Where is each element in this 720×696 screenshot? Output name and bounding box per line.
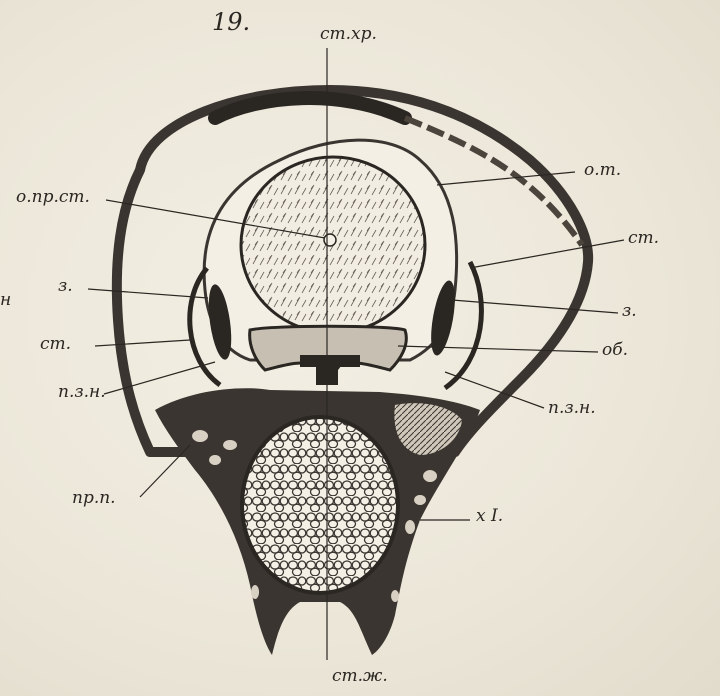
- label-z-right: з.: [622, 303, 637, 320]
- edge-mark: н: [0, 292, 11, 309]
- label-p-z-n-left: п.з.н.: [58, 384, 106, 401]
- label-z-left: з.: [58, 278, 73, 295]
- label-st-zh: ст.ж.: [332, 668, 388, 685]
- central-point: [324, 234, 336, 246]
- label-o-t: о.т.: [584, 162, 621, 179]
- label-st-left: ст.: [40, 336, 71, 353]
- label-ob: об.: [602, 342, 628, 359]
- label-o-pr-st: о.пр.ст.: [16, 189, 90, 206]
- label-pr-p: пр.п.: [72, 490, 116, 507]
- label-p-z-n-right: п.з.н.: [548, 400, 596, 417]
- label-st-right: ст.: [628, 230, 659, 247]
- label-x-I: х I.: [476, 508, 503, 525]
- cellular-mass: [242, 417, 398, 593]
- capsule-top-bar: [215, 98, 405, 118]
- label-st-khr: ст.хр.: [320, 26, 377, 43]
- figure-number: 19.: [212, 10, 250, 34]
